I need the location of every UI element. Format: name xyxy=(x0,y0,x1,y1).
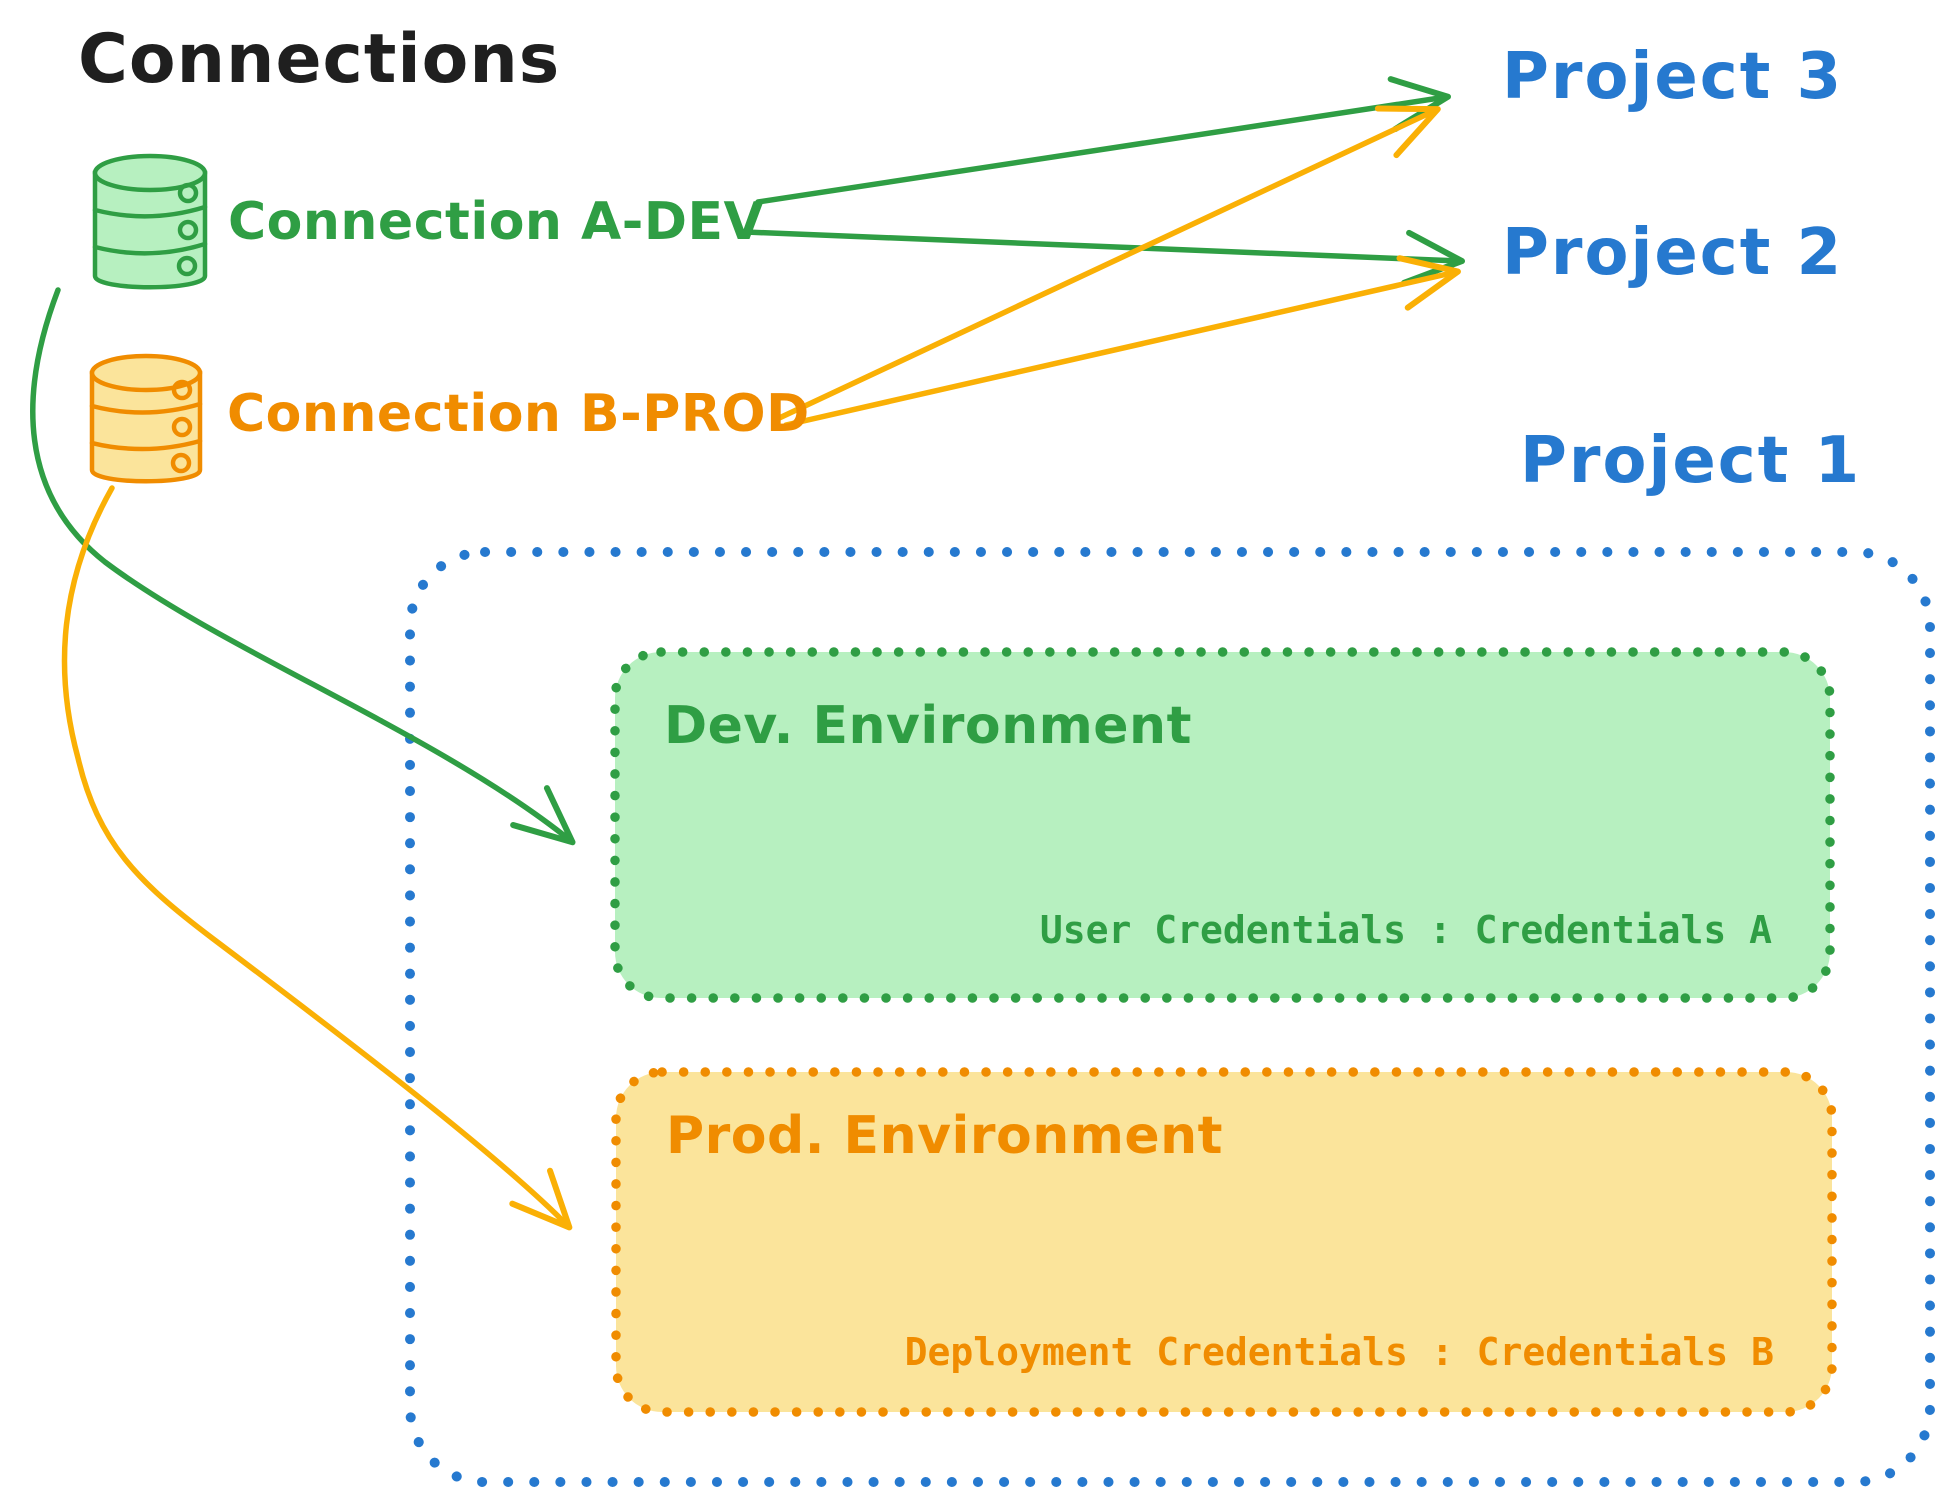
database-prod-icon xyxy=(89,353,203,484)
arrow-b-prod-to-prod-environment xyxy=(61,485,573,1231)
prod-environment-credentials: Deployment Credentials : Credentials B xyxy=(904,1330,1774,1374)
arrow-a-dev-to-project-2 xyxy=(743,229,1465,286)
project-3-label: Project 3 xyxy=(1502,40,1844,114)
project-1-label: Project 1 xyxy=(1520,424,1862,498)
arrow-b-prod-to-project-3 xyxy=(772,105,1441,423)
connections-title: Connections xyxy=(78,20,561,99)
arrow-a-dev-to-project-3 xyxy=(755,76,1451,205)
project-1-boundary-box xyxy=(405,547,1935,1487)
arrow-b-prod-to-project-2 xyxy=(783,255,1461,428)
prod-environment-box xyxy=(611,1067,1837,1417)
connection-a-dev-label: Connection A-DEV xyxy=(228,192,765,252)
prod-environment-title: Prod. Environment xyxy=(666,1106,1224,1166)
dev-environment-title: Dev. Environment xyxy=(664,696,1192,756)
connection-b-prod-label: Connection B-PROD xyxy=(227,384,810,444)
database-dev-icon xyxy=(92,153,208,290)
dev-environment-box xyxy=(610,647,1835,1003)
project-2-label: Project 2 xyxy=(1502,216,1844,290)
dev-environment-credentials: User Credentials : Credentials A xyxy=(1039,908,1772,952)
arrow-a-dev-to-dev-environment xyxy=(30,287,576,846)
